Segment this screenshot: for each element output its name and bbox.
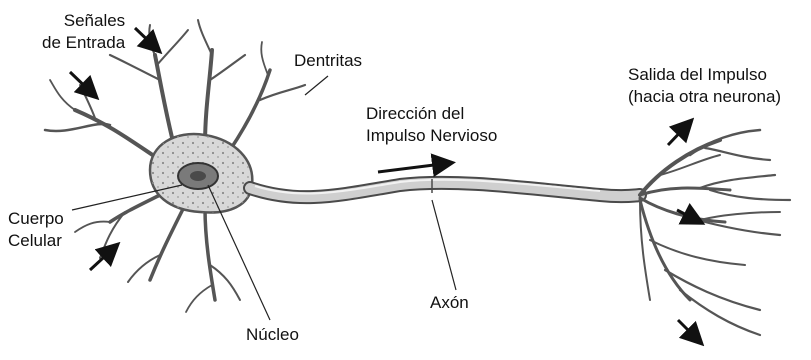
label-senales-line1: Señales [42,10,125,32]
label-direccion-impulso: Dirección del Impulso Nervioso [366,103,497,147]
arrow-senales-2 [70,72,95,96]
label-nucleo: Núcleo [246,324,299,346]
arrow-salida-1 [668,122,690,145]
label-cuerpo-line2: Celular [8,230,64,252]
arrow-senales-1 [135,28,158,50]
label-salida-impulso: Salida del Impulso (hacia otra neurona) [628,64,781,108]
label-salida-line1: Salida del Impulso [628,64,781,86]
cell-body [150,134,252,212]
axon-terminals [640,130,790,335]
label-direccion-line2: Impulso Nervioso [366,125,497,147]
leader-axon [432,200,456,290]
arrow-direccion [378,163,450,172]
label-cuerpo-line1: Cuerpo [8,208,64,230]
leader-dentritas [305,76,328,95]
label-cuerpo-celular: Cuerpo Celular [8,208,64,252]
label-axon: Axón [430,292,469,314]
label-senales-entrada: Señales de Entrada [42,10,125,54]
label-salida-line2: (hacia otra neurona) [628,86,781,108]
label-dentritas: Dentritas [294,50,362,72]
arrow-salida-3 [678,320,700,342]
label-senales-line2: de Entrada [42,32,125,54]
axon [250,179,640,197]
label-direccion-line1: Dirección del [366,103,497,125]
